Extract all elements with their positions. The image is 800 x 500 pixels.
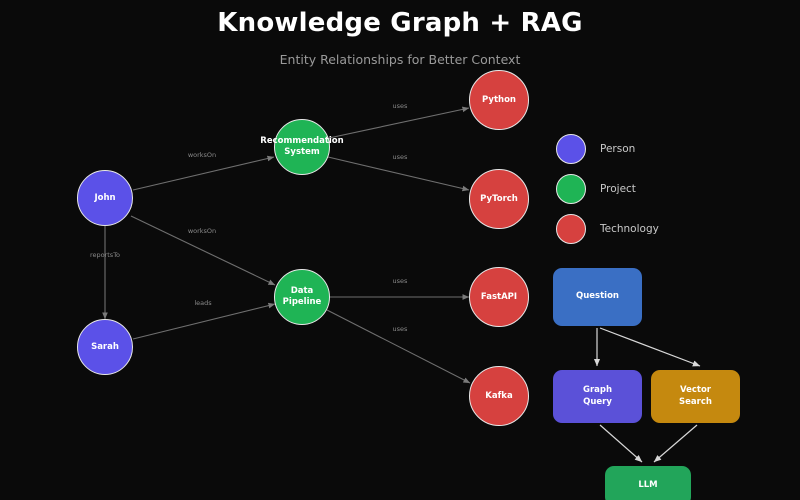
graph-edge-recsys-pytorch (327, 156, 470, 192)
legend-item-technology: Technology (556, 214, 659, 244)
graph-node-sarah[interactable]: Sarah (77, 319, 133, 375)
flow-box-llm[interactable]: LLM (605, 466, 691, 500)
graph-node-john[interactable]: John (77, 170, 133, 226)
legend-label: Project (600, 183, 636, 195)
edge-label-sarah-datapipe: leads (194, 299, 212, 307)
graph-edge-recsys-python (328, 106, 470, 139)
edge-label-recsys-python: uses (392, 102, 408, 110)
page-subtitle: Entity Relationships for Better Context (279, 52, 521, 67)
page-title: Knowledge Graph + RAG (217, 8, 583, 38)
flow-arrow-graph-query-llm (599, 424, 643, 463)
legend-swatch-project-icon (556, 174, 586, 204)
graph-edge-lines (102, 106, 471, 384)
graph-edge-john-datapipe (130, 215, 276, 286)
legend-item-person: Person (556, 134, 635, 164)
graph-node-kafka[interactable]: Kafka (469, 366, 529, 426)
legend-label: Technology (600, 223, 659, 235)
flow-box-label: Question (576, 291, 619, 302)
flow-arrow-question-vector-search (599, 327, 701, 367)
graph-node-pytorch[interactable]: PyTorch (469, 169, 529, 229)
graph-edge-sarah-datapipe (132, 302, 276, 340)
graph-node-python[interactable]: Python (469, 70, 529, 130)
graph-node-fastapi[interactable]: FastAPI (469, 267, 529, 327)
graph-node-label: John (94, 192, 116, 203)
edge-label-john-recsys: worksOn (187, 151, 217, 159)
rag-flow-arrows (593, 327, 701, 463)
edge-label-john-sarah: reportsTo (89, 251, 121, 259)
legend-swatch-person-icon (556, 134, 586, 164)
graph-edge-john-recsys (132, 155, 275, 191)
edge-label-datapipe-kafka: uses (392, 325, 408, 333)
graph-edge-datapipe-kafka (326, 309, 471, 384)
flow-arrow-vector-search-llm (653, 424, 698, 463)
graph-node-label: Kafka (485, 390, 513, 401)
edge-label-datapipe-fastapi: uses (392, 277, 408, 285)
legend-swatch-technology-icon (556, 214, 586, 244)
flow-box-question[interactable]: Question (553, 268, 642, 326)
edge-label-john-datapipe: worksOn (187, 227, 217, 235)
graph-node-label: PyTorch (480, 193, 518, 204)
legend-label: Person (600, 143, 636, 155)
graph-node-label: FastAPI (480, 291, 518, 302)
legend-item-project: Project (556, 174, 636, 204)
flow-box-label: LLM (638, 480, 658, 491)
edge-label-recsys-pytorch: uses (392, 153, 408, 161)
graph-node-label: Sarah (91, 341, 119, 352)
graph-node-label: Python (482, 94, 516, 105)
